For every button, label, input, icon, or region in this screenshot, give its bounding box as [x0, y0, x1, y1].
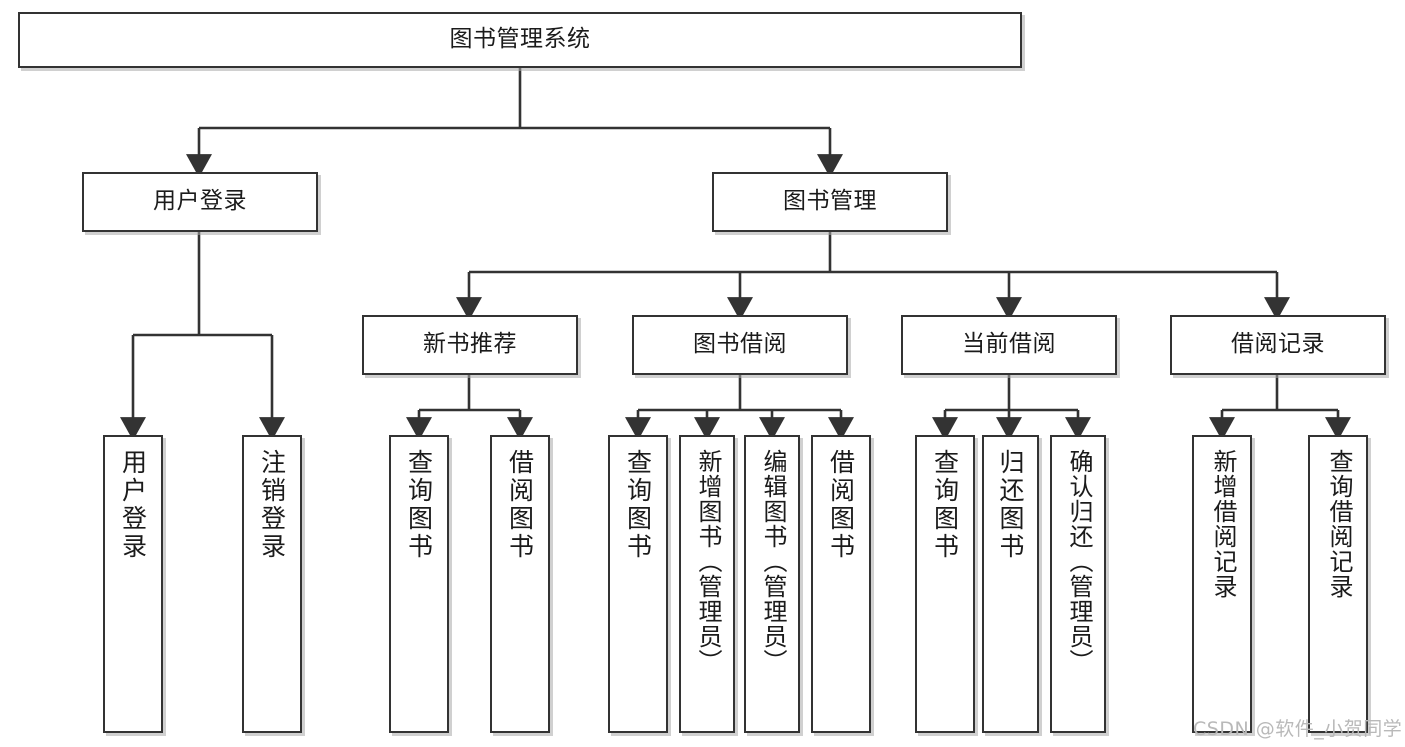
node-label: 新增图书（管理员）: [693, 449, 722, 674]
node-leaf-query-book-current[interactable]: 查询图书: [915, 435, 975, 733]
node-leaf-user-login[interactable]: 用户登录: [103, 435, 163, 733]
node-label: 图书借阅: [693, 331, 787, 358]
node-new-book-recommend[interactable]: 新书推荐: [362, 315, 578, 375]
node-leaf-query-book-recommend[interactable]: 查询图书: [389, 435, 449, 733]
node-label: 图书管理系统: [449, 26, 591, 53]
node-label: 借阅图书: [826, 449, 856, 561]
node-book-borrow[interactable]: 图书借阅: [632, 315, 848, 375]
node-leaf-borrow-book-recommend[interactable]: 借阅图书: [490, 435, 550, 733]
node-root-book-management-system[interactable]: 图书管理系统: [18, 12, 1022, 68]
node-leaf-query-book-borrow[interactable]: 查询图书: [608, 435, 668, 733]
node-borrow-record[interactable]: 借阅记录: [1170, 315, 1386, 375]
node-label: 注销登录: [257, 449, 287, 561]
node-leaf-add-borrow-record[interactable]: 新增借阅记录: [1192, 435, 1252, 733]
node-current-borrow[interactable]: 当前借阅: [901, 315, 1117, 375]
node-leaf-query-borrow-record[interactable]: 查询借阅记录: [1308, 435, 1368, 733]
node-label: 归还图书: [996, 449, 1025, 561]
node-label: 查询借阅记录: [1324, 449, 1353, 599]
watermark-csdn: CSDN @软件_小贺同学: [1193, 718, 1403, 740]
node-label: 编辑图书（管理员）: [758, 449, 787, 674]
node-label: 查询图书: [930, 449, 960, 561]
node-label: 确认归还（管理员）: [1064, 449, 1093, 674]
node-label: 图书管理: [783, 188, 877, 215]
node-label: 当前借阅: [962, 331, 1056, 358]
node-user-login[interactable]: 用户登录: [82, 172, 318, 232]
node-leaf-borrow-book[interactable]: 借阅图书: [811, 435, 871, 733]
node-leaf-edit-book-admin[interactable]: 编辑图书（管理员）: [744, 435, 800, 733]
node-label: 新书推荐: [423, 331, 517, 358]
node-label: 查询图书: [623, 449, 653, 561]
node-leaf-confirm-return-admin[interactable]: 确认归还（管理员）: [1050, 435, 1106, 733]
node-leaf-return-book[interactable]: 归还图书: [982, 435, 1039, 733]
node-label: 借阅图书: [505, 449, 535, 561]
node-label: 新增借阅记录: [1208, 449, 1237, 599]
node-label: 查询图书: [404, 449, 434, 561]
node-label: 用户登录: [153, 188, 247, 215]
node-label: 借阅记录: [1231, 331, 1325, 358]
node-label: 用户登录: [118, 449, 148, 561]
node-book-management[interactable]: 图书管理: [712, 172, 948, 232]
node-leaf-add-book-admin[interactable]: 新增图书（管理员）: [679, 435, 735, 733]
node-leaf-logout[interactable]: 注销登录: [242, 435, 302, 733]
